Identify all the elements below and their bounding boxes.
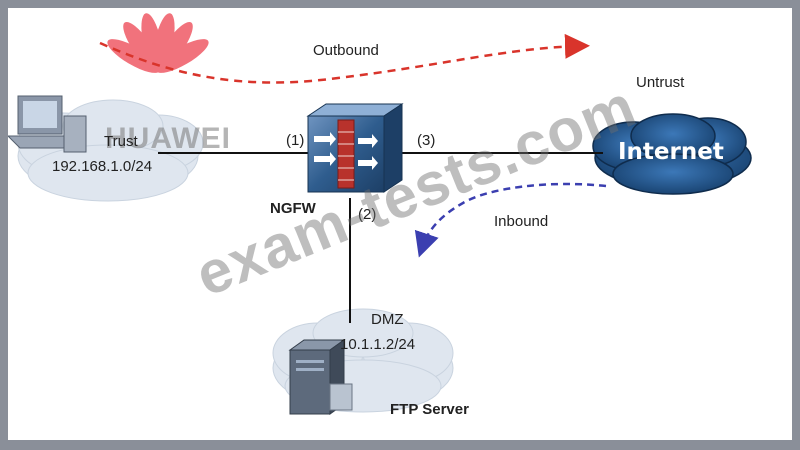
outbound-label: Outbound (313, 42, 379, 59)
brand-logo-text: HUAWEI (105, 122, 231, 155)
server-icon (288, 339, 353, 415)
trust-zone-label: Trust (104, 133, 138, 150)
internet-cloud-label: Internet (618, 139, 724, 165)
network-diagram (8, 13, 752, 415)
huawei-logo-icon (107, 13, 209, 73)
outbound-flow-arrow (99, 33, 590, 84)
untrust-zone-label: Untrust (636, 74, 685, 91)
diagram-frame: HUAWEI Outbound Untrust Trust 192.168.1.… (8, 8, 792, 440)
dmz-zone-label: DMZ (371, 311, 404, 328)
firewall-icon (306, 103, 404, 193)
interface-1-label: (1) (286, 132, 305, 149)
internet-cloud (592, 113, 752, 195)
pc-icon (8, 95, 87, 153)
ftp-server-label: FTP Server (390, 401, 469, 418)
inbound-flow-arrow (414, 182, 607, 258)
trust-subnet-label: 192.168.1.0/24 (52, 158, 153, 175)
interface-3-label: (3) (417, 132, 436, 149)
interface-2-label: (2) (358, 206, 377, 223)
ngfw-label: NGFW (270, 200, 316, 217)
inbound-label: Inbound (494, 213, 549, 230)
dmz-address-label: 10.1.1.2/24 (340, 336, 416, 353)
